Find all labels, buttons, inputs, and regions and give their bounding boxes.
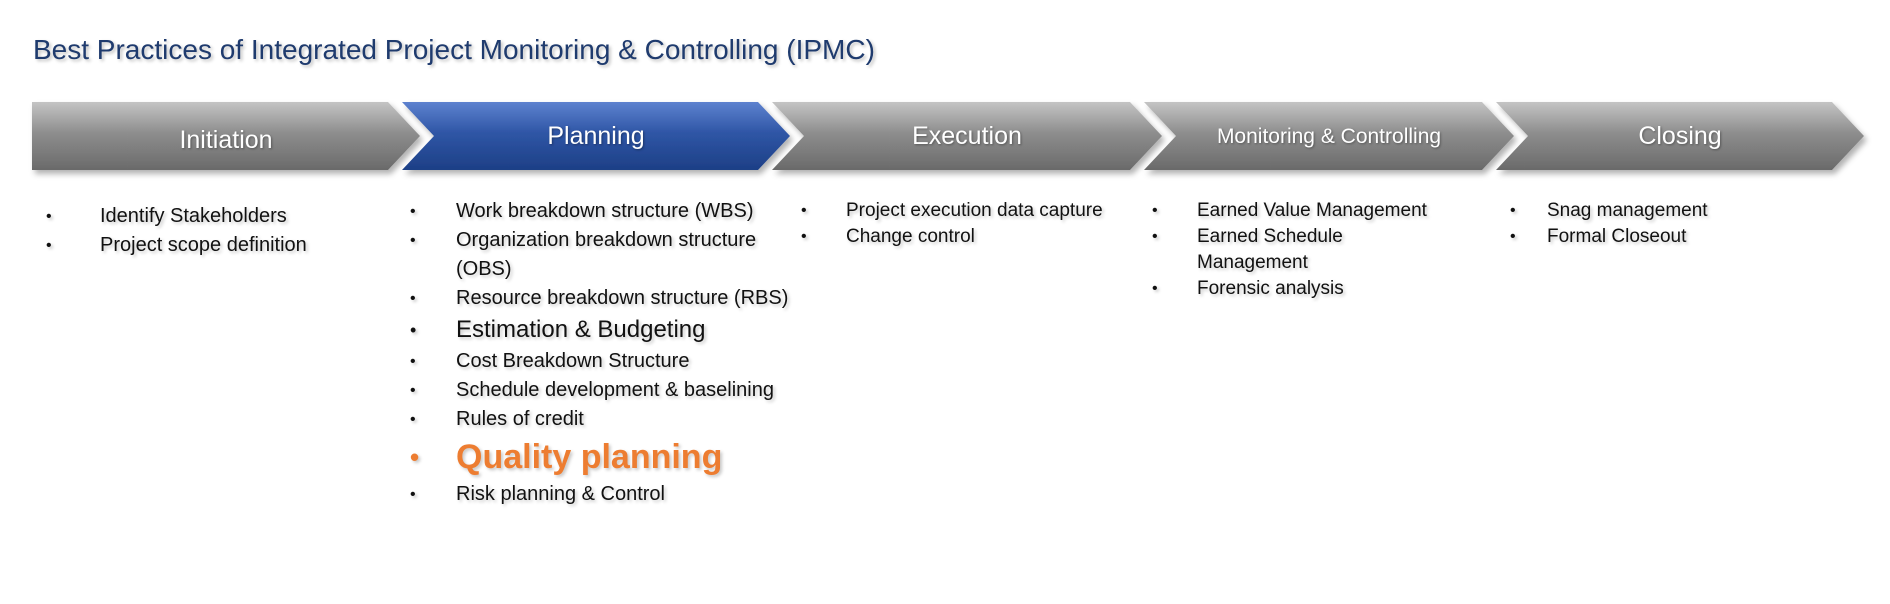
bullet-icon: • bbox=[410, 353, 416, 370]
initiation-task-list: • Identify Stakeholders • Project scope … bbox=[46, 202, 400, 260]
bullet-icon: • bbox=[410, 232, 416, 249]
list-item-highlighted: • Quality planning bbox=[410, 434, 796, 480]
phase-chevron-bar bbox=[32, 102, 1864, 170]
phase-label-monitoring-controlling: Monitoring & Controlling bbox=[1216, 125, 1442, 148]
list-item: • Change control bbox=[801, 224, 1146, 250]
bullet-icon: • bbox=[1152, 280, 1158, 297]
bullet-icon: • bbox=[46, 237, 52, 254]
list-item: • Snag management bbox=[1510, 198, 1807, 224]
list-item: • Formal Closeout bbox=[1510, 224, 1807, 250]
bullet-icon: • bbox=[1510, 202, 1516, 219]
bullet-icon: • bbox=[410, 486, 416, 503]
list-item: • Project scope definition bbox=[46, 231, 400, 260]
list-item: • Cost Breakdown Structure bbox=[410, 347, 796, 376]
bullet-icon: • bbox=[1152, 202, 1158, 219]
closing-task-list: • Snag management • Formal Closeout bbox=[1510, 198, 1807, 250]
phase-label-planning: Planning bbox=[547, 122, 645, 150]
execution-task-list: • Project execution data capture • Chang… bbox=[801, 198, 1146, 250]
phase-label-closing: Closing bbox=[1638, 122, 1722, 150]
bullet-icon: • bbox=[410, 203, 416, 220]
phase-chevron-execution[interactable] bbox=[772, 102, 1162, 170]
page-title: Best Practices of Integrated Project Mon… bbox=[33, 34, 875, 65]
bullet-icon: • bbox=[46, 208, 52, 225]
bullet-icon: • bbox=[1152, 228, 1158, 245]
bullet-icon: • bbox=[801, 202, 807, 219]
phase-label-initiation: Initiation bbox=[179, 126, 273, 154]
bullet-icon: • bbox=[410, 442, 420, 472]
list-item: • Estimation & Budgeting bbox=[410, 313, 796, 347]
phase-label-execution: Execution bbox=[912, 122, 1022, 150]
phase-chevron-initiation[interactable] bbox=[32, 102, 420, 170]
list-item: • Rules of credit bbox=[410, 405, 796, 434]
planning-task-list: • Work breakdown structure (WBS) • Organ… bbox=[410, 197, 796, 509]
list-item: • Earned Value Management bbox=[1152, 198, 1437, 224]
list-item: • Risk planning & Control bbox=[410, 480, 796, 509]
bullet-icon: • bbox=[410, 320, 417, 340]
bullet-icon: • bbox=[410, 411, 416, 428]
list-item: • Forensic analysis bbox=[1152, 276, 1437, 302]
phase-chevron-closing[interactable] bbox=[1496, 102, 1864, 170]
phase-chevron-monitoring-controlling[interactable] bbox=[1144, 102, 1514, 170]
list-item: • Schedule development & baselining bbox=[410, 376, 796, 405]
list-item: • Work breakdown structure (WBS) bbox=[410, 197, 796, 226]
list-item: • Project execution data capture bbox=[801, 198, 1146, 224]
list-item: • Identify Stakeholders bbox=[46, 202, 400, 231]
list-item: • Earned Schedule Management bbox=[1152, 226, 1343, 273]
phase-chevron-planning[interactable] bbox=[402, 102, 790, 170]
list-item: • Resource breakdown structure (RBS) bbox=[410, 284, 796, 313]
bullet-icon: • bbox=[801, 228, 807, 245]
bullet-icon: • bbox=[410, 382, 416, 399]
list-item: • Organization breakdown structure (OBS) bbox=[410, 226, 796, 284]
bullet-icon: • bbox=[410, 290, 416, 307]
bullet-icon: • bbox=[1510, 228, 1516, 245]
monitoring-controlling-task-list: • Earned Value Management • Earned Sched… bbox=[1152, 198, 1437, 302]
